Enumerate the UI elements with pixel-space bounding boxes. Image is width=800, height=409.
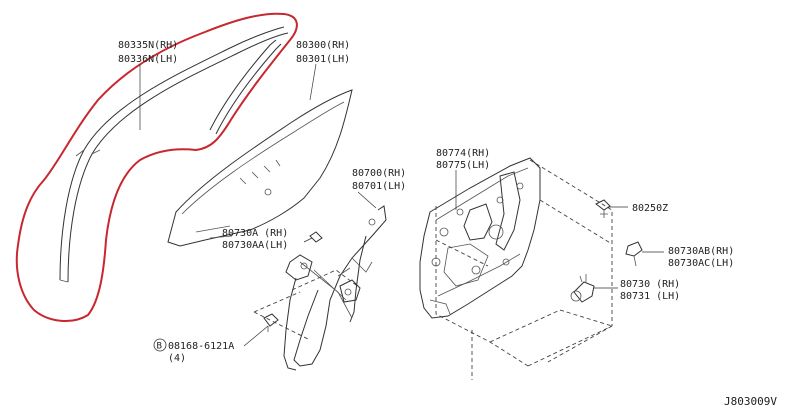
label-bolt-qty: (4)	[168, 353, 186, 364]
bolt-80250z-part	[595, 199, 611, 218]
weatherstrip-part	[59, 26, 289, 283]
label-clip-a-lh: 80730AA(LH)	[222, 240, 288, 251]
label-clip-a-rh: 80730A (RH)	[222, 228, 288, 239]
label-clip-ab-rh: 80730AB(RH)	[668, 246, 734, 257]
label-regulator-lh: 80701(LH)	[352, 181, 406, 192]
door-glass-part	[167, 89, 353, 247]
window-regulator-part	[283, 205, 387, 371]
assembly-guide-lines	[253, 159, 613, 380]
label-weatherstrip-rh: 80335N(RH)	[118, 40, 178, 51]
label-plate-lh: 80775(LH)	[436, 160, 490, 171]
bolt-type-circle	[153, 338, 167, 352]
label-bolt-circle-letter: B	[157, 342, 162, 352]
clip-80730ab-part	[625, 241, 643, 267]
label-motor-rh: 80730 (RH)	[620, 279, 680, 290]
label-motor-lh: 80731 (LH)	[620, 291, 680, 302]
label-weatherstrip-lh: 80336N(LH)	[118, 54, 178, 65]
leader-lines	[139, 63, 664, 347]
label-plate-rh: 80774(RH)	[436, 148, 490, 159]
motor-80730-part	[570, 274, 595, 303]
label-glass-rh: 80300(RH)	[296, 40, 350, 51]
diagram-id: J803009V	[724, 395, 777, 408]
label-regulator-rh: 80700(RH)	[352, 168, 406, 179]
clip-80730a-part	[309, 231, 323, 243]
bolt-08168-part	[263, 313, 279, 332]
label-glass-lh: 80301(LH)	[296, 54, 350, 65]
label-clip-ab-lh: 80730AC(LH)	[668, 258, 734, 269]
door-module-plate-part	[419, 157, 541, 319]
label-bolt-80250z: 80250Z	[632, 203, 668, 214]
label-bolt-08168: 08168-6121A	[168, 341, 234, 352]
selection-highlight	[15, 12, 298, 322]
